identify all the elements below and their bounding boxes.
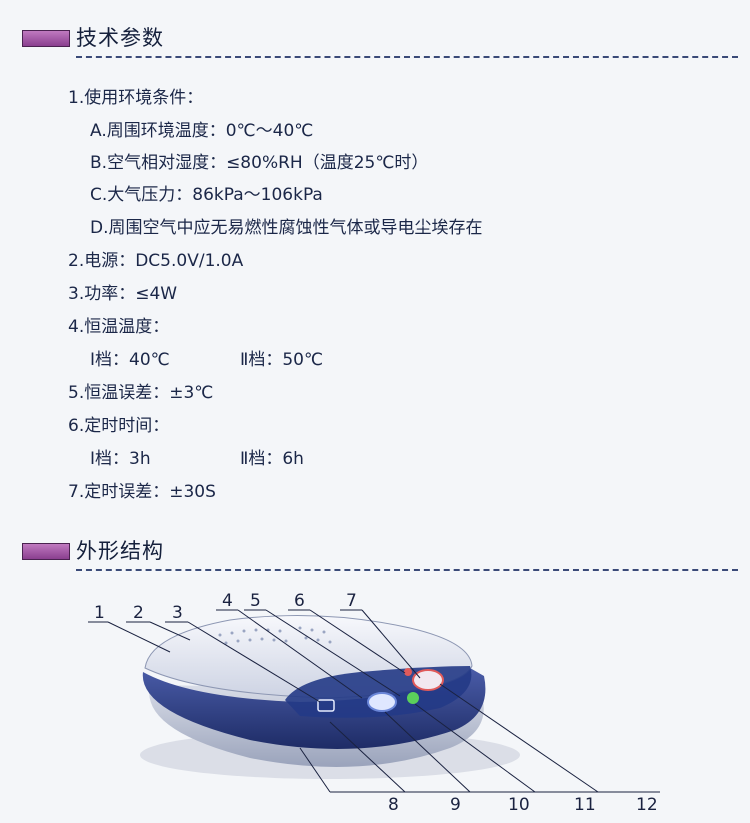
callout-label: 1 (94, 603, 105, 623)
spec-item: 4.恒温温度： (68, 317, 170, 337)
display-window (317, 699, 335, 712)
timer-button (412, 669, 444, 691)
structure-section-header: 外形结构 (18, 531, 738, 571)
callout-label: 7 (346, 591, 357, 611)
callout-label: 8 (388, 795, 399, 815)
callout-label: 6 (294, 591, 305, 611)
spec-item: D.周围空气中应无易燃性腐蚀性气体或导电尘埃存在 (90, 218, 483, 238)
specs-section-header: 技术参数 (18, 18, 738, 58)
spec-item: Ⅰ档：40℃ (90, 350, 170, 370)
spec-item: B.空气相对湿度：≤80%RH（温度25℃时） (90, 153, 429, 173)
spec-item: Ⅱ档：6h (240, 449, 304, 469)
vent-dots (218, 626, 332, 645)
callout-label: 3 (172, 603, 183, 623)
spec-item: C.大气压力：86kPa～106kPa (90, 185, 323, 205)
specs-section-title: 技术参数 (76, 26, 164, 50)
red-indicator (404, 668, 412, 676)
spec-item: 3.功率：≤4W (68, 284, 178, 304)
device-illustration: 1 2 3 4 5 6 7 8 9 10 11 12 (88, 591, 660, 815)
structure-section-title: 外形结构 (76, 539, 164, 563)
spec-item: 7.定时误差：±30S (68, 482, 216, 502)
section-marker-bar (22, 543, 70, 560)
callout-label: 12 (636, 795, 658, 815)
callout-label: 11 (574, 795, 596, 815)
callout-label: 4 (222, 591, 233, 611)
spec-item: 5.恒温误差：±3℃ (68, 383, 214, 403)
spec-item: Ⅱ档：50℃ (240, 350, 324, 370)
spec-item: 1.使用环境条件： (68, 88, 204, 108)
spec-item: Ⅰ档：3h (90, 449, 151, 469)
section-divider (76, 569, 738, 571)
device-structure-diagram: 1 2 3 4 5 6 7 8 9 10 11 12 (0, 580, 750, 819)
section-divider (76, 56, 738, 58)
callout-label: 5 (250, 591, 261, 611)
spec-item: A.周围环境温度：0℃～40℃ (90, 121, 314, 141)
section-marker-bar (22, 30, 70, 47)
spec-item: 6.定时时间： (68, 416, 170, 436)
green-indicator (407, 692, 419, 704)
spec-item: 2.电源：DC5.0V/1.0A (68, 251, 244, 271)
callout-label: 9 (450, 795, 461, 815)
mode-button (367, 692, 397, 712)
callout-label: 10 (508, 795, 530, 815)
callout-label: 2 (133, 603, 144, 623)
leader-lines (88, 609, 660, 793)
